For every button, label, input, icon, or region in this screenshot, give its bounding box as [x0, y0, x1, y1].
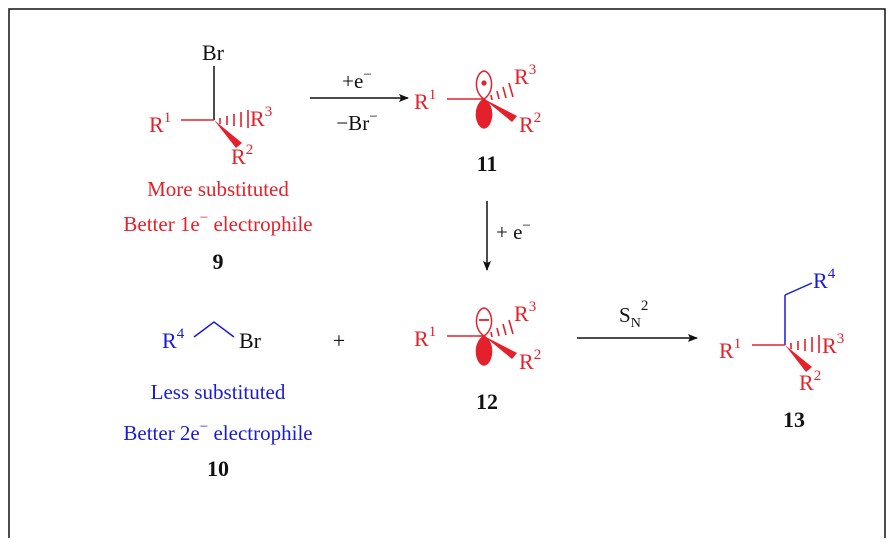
arrow-1-bottom-label: −Br−	[336, 109, 377, 135]
compound-12-orbital-bottom	[475, 335, 493, 366]
compound-10-description-line-1: Less substituted	[151, 380, 286, 404]
arrow-2-label: + e−	[496, 218, 531, 244]
compound-9-description-line-2: Better 1e− electrophile	[123, 210, 312, 236]
compound-9-r2: R2	[231, 142, 253, 169]
compound-10-r4: R4	[162, 326, 185, 353]
compound-13-wedge-bond	[785, 345, 812, 372]
compound-13-hashed-bond	[790, 335, 820, 353]
compound-11: R1 R3 R2 11	[414, 62, 541, 176]
compound-13-r1: R1	[719, 336, 741, 363]
compound-12-r1: R1	[414, 324, 436, 351]
compound-10-label: 10	[207, 456, 229, 481]
compound-10-ch2-bonds	[193, 321, 235, 338]
compound-12-wedge-bond	[484, 336, 517, 359]
compound-11-r3: R3	[514, 62, 536, 89]
arrow-3-label: SN2	[619, 298, 648, 331]
arrow-1-top-label: +e−	[342, 67, 372, 93]
compound-11-label: 11	[477, 151, 498, 176]
compound-13-r2: R2	[799, 368, 821, 395]
compound-9-bromine: Br	[202, 40, 225, 65]
plus-sign: +	[333, 328, 345, 353]
scheme-border	[8, 8, 886, 543]
compound-11-r1: R1	[414, 87, 436, 114]
compound-10-description-line-2: Better 2e− electrophile	[123, 419, 312, 445]
compound-12-hashed-bond	[490, 319, 514, 338]
compound-9-description-line-1: More substituted	[147, 177, 289, 201]
compound-11-r2: R2	[519, 110, 541, 137]
compound-11-wedge-bond	[484, 99, 517, 122]
compound-9-r1: R1	[149, 110, 171, 137]
compound-9-r3: R3	[250, 104, 272, 131]
compound-13-r4-bond	[784, 282, 813, 296]
compound-13: R4 R1 R3 R2 13	[719, 266, 844, 432]
compound-9: Br R1 R3 R2 More substituted Better 1e− …	[123, 40, 312, 274]
compound-11-hashed-bond	[490, 82, 514, 101]
arrow-1: +e− −Br−	[310, 67, 409, 135]
compound-12-orbital-top	[475, 307, 493, 337]
compound-11-radical-dot	[481, 80, 487, 86]
compound-13-r3: R3	[822, 331, 844, 358]
compound-13-label: 13	[783, 407, 805, 432]
arrow-3: SN2	[577, 298, 698, 342]
compound-12-r2: R2	[519, 347, 541, 374]
compound-12: R1 R3 R2 12	[414, 299, 541, 414]
compound-13-r4: R4	[813, 266, 836, 293]
compound-9-wedge-bond	[214, 120, 242, 148]
compound-12-label: 12	[476, 389, 498, 414]
compound-9-hashed-bond	[219, 110, 249, 128]
compound-12-r3: R3	[514, 299, 536, 326]
compound-11-orbital-bottom	[475, 98, 493, 129]
compound-10: R4 Br Less substituted Better 2e− electr…	[123, 321, 313, 481]
compound-10-bromine: Br	[239, 328, 262, 353]
arrow-2: + e−	[483, 201, 531, 271]
compound-9-label: 9	[213, 249, 224, 274]
